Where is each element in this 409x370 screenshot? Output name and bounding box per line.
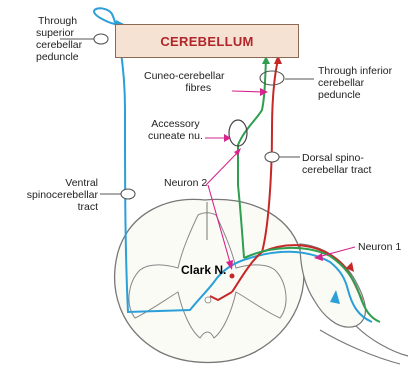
dorsal-tract-marker — [265, 152, 279, 162]
neuron1-label: Neuron 1 — [358, 241, 401, 253]
superior-peduncle-marker — [94, 34, 108, 44]
cuneo-cerebellar-label: Cuneo-cerebellar fibres — [144, 70, 225, 94]
inferior-peduncle-marker — [260, 71, 284, 85]
superior-peduncle-label: Through superior cerebellar peduncle — [36, 15, 82, 63]
dorsal-tract-label: Dorsal spino- cerebellar tract — [302, 152, 371, 176]
clark-nucleus-label: Clark N. — [181, 263, 226, 277]
ventral-tract-label: Ventral spinocerebellar tract — [18, 177, 98, 213]
accessory-cuneate-label: Accessory cuneate nu. — [148, 118, 203, 142]
spinal-cord-outline — [115, 199, 304, 362]
neuron2-label: Neuron 2 — [164, 177, 207, 189]
ventral-tract-marker — [121, 189, 135, 199]
cerebellum-box: CEREBELLUM — [115, 24, 299, 58]
inferior-peduncle-label: Through inferior cerebellar peduncle — [318, 65, 392, 101]
clark-nucleus-dot — [230, 274, 235, 279]
cerebellum-label: CEREBELLUM — [160, 34, 253, 49]
